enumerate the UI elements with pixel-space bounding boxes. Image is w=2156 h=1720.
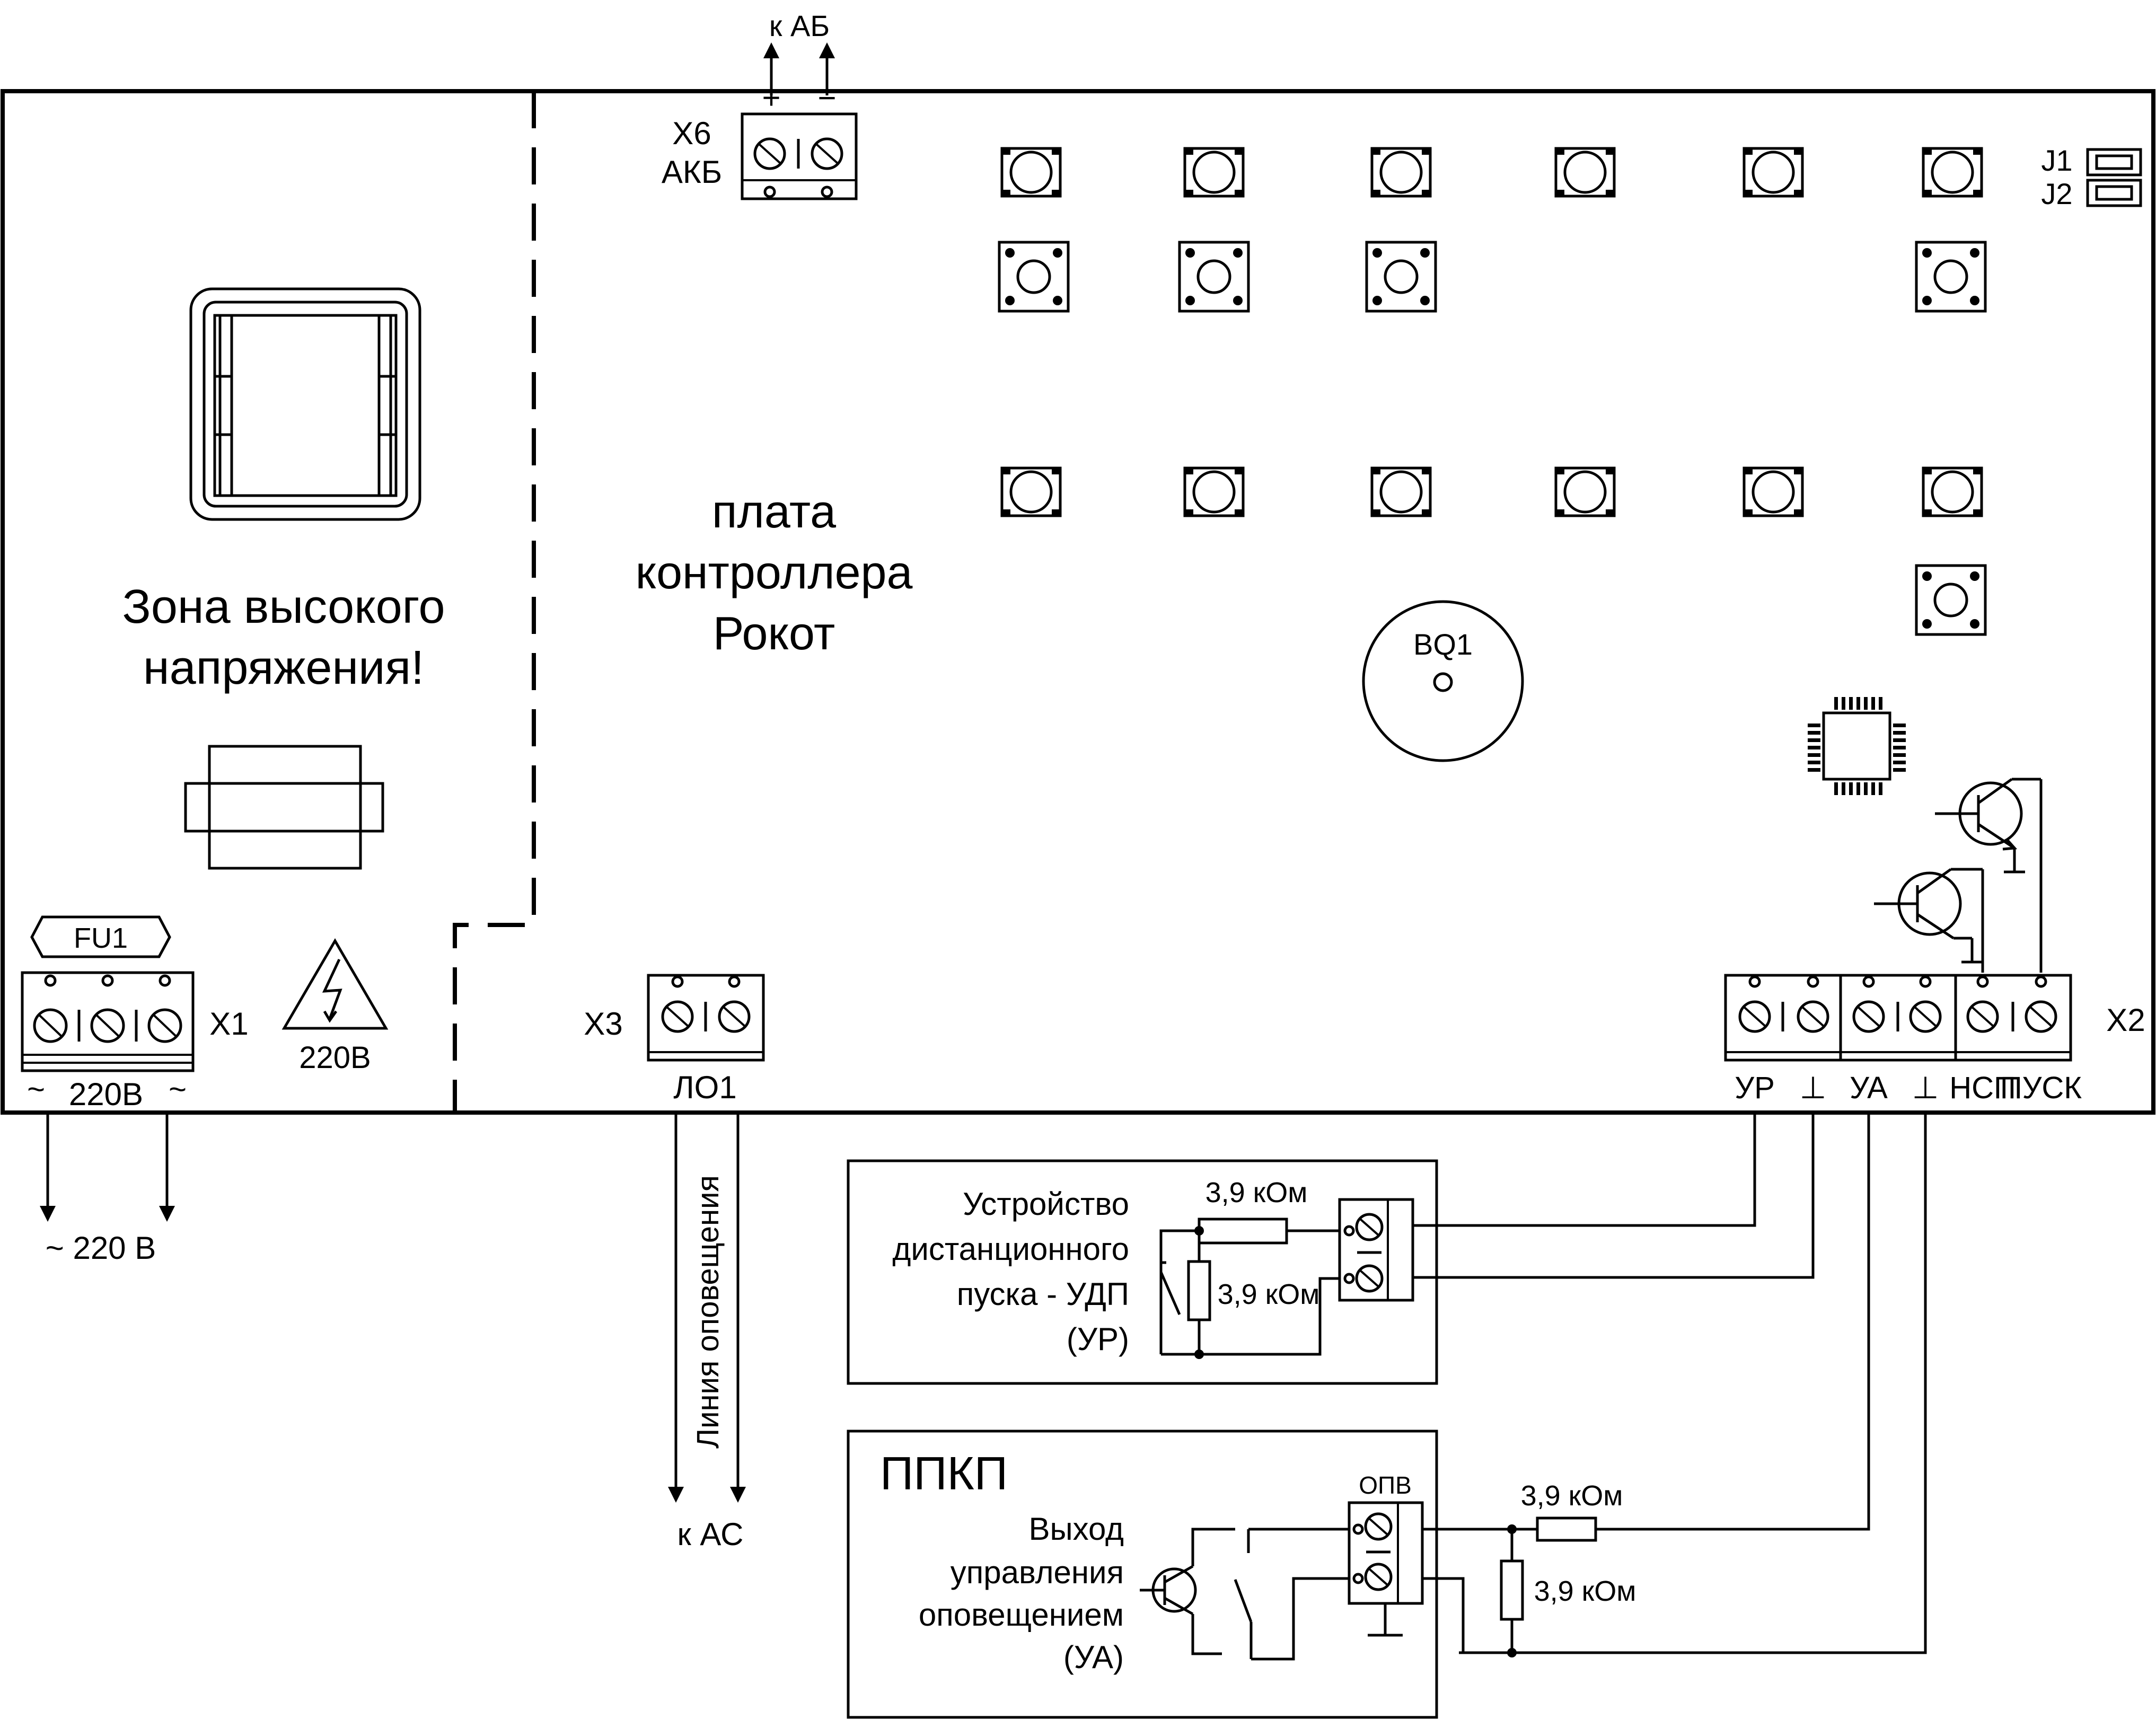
fuse-holder (184, 745, 384, 870)
led (1743, 147, 1804, 198)
warning-line-label: Линия оповещения (691, 1175, 725, 1449)
udp-line2: дистанционного (892, 1231, 1129, 1267)
led (1000, 147, 1062, 198)
x2-pin-label: ⊥ (1800, 1071, 1827, 1105)
terminal-x1: X1 ~ 220В ~ (21, 971, 249, 1112)
udp-line1: Устройство (963, 1186, 1129, 1222)
x2-pin: УР (1735, 975, 1775, 1105)
ppkp-device: ППКП Выход управления оповещением (УА) О… (847, 1430, 1636, 1719)
x1-label: X1 (209, 1006, 248, 1042)
to-battery-label: к АБ (769, 9, 830, 42)
lo1-label: ЛО1 (673, 1070, 736, 1105)
tact-button (998, 241, 1070, 313)
led (1743, 466, 1804, 517)
jumpers-j1-j2: J1 J2 (2041, 144, 2142, 210)
transistor-lower (1874, 868, 1984, 973)
board-title-line2: контроллера (636, 546, 913, 598)
plus-label: + (762, 80, 780, 116)
board-title-line1: плата (712, 485, 836, 537)
hazard-sign: 220В (281, 938, 389, 1075)
high-voltage-zone-border (453, 91, 536, 1113)
x2-pin: ⊥ (1909, 975, 1942, 1105)
ppkp-line2: управления (951, 1555, 1124, 1590)
ppkp-line3: оповещением (919, 1597, 1124, 1633)
microcontroller-chip (1808, 697, 1906, 795)
udp-device: Устройство дистанционного пуска - УДП (У… (847, 1159, 1438, 1385)
akb-label: АКБ (662, 154, 722, 190)
hazard-voltage-label: 220В (299, 1040, 371, 1075)
x2-wires (1431, 1113, 1927, 1654)
x2-pin: УА (1850, 975, 1888, 1105)
led-row-2 (1000, 466, 1983, 517)
udp-line3: пуска - УДП (957, 1276, 1129, 1312)
board-title-line3: Рокот (713, 607, 835, 659)
x2-pin-label: ПУСК (2000, 1071, 2082, 1105)
bq1-label: BQ1 (1413, 628, 1473, 661)
x2-pin: ⊥ (1797, 975, 1829, 1105)
opv-label: ОПВ (1359, 1471, 1412, 1499)
led (1922, 466, 1983, 517)
tact-button (1365, 241, 1437, 313)
transistor-upper (1935, 778, 2043, 973)
fu1-label: FU1 (74, 922, 128, 954)
udp-resistor-2-label: 3,9 кОм (1218, 1278, 1320, 1310)
buzzer-bq1: BQ1 (1362, 600, 1524, 762)
x2-pin-label: ⊥ (1912, 1071, 1939, 1105)
x6-label: X6 (672, 116, 711, 151)
tact-button (1178, 241, 1250, 313)
fuse-fu1: FU1 (30, 915, 171, 958)
ppkp-title: ППКП (880, 1447, 1008, 1500)
minus-label: − (817, 80, 836, 116)
x3-label: X3 (584, 1006, 622, 1042)
button-row-1 (998, 241, 1987, 313)
x2-pin-label: НСП (1949, 1071, 2016, 1105)
udp-line4: (УР) (1067, 1321, 1129, 1357)
led (1183, 147, 1245, 198)
x1-voltage-label: 220В (69, 1077, 143, 1112)
ppkp-line1: Выход (1028, 1511, 1124, 1547)
x2-label: X2 (2106, 1002, 2145, 1038)
led (1554, 466, 1616, 517)
controller-enclosure (1, 89, 2155, 1115)
led-row-1 (1000, 147, 1983, 198)
terminal-x3: X3 ЛО1 (584, 974, 765, 1105)
tact-button (1915, 241, 1987, 313)
x1-tilde-right: ~ (169, 1072, 187, 1107)
x2-pin-label: УА (1850, 1071, 1888, 1105)
ppkp-resistor-2-label: 3,9 кОм (1534, 1575, 1636, 1607)
ppkp-line4: (УА) (1063, 1639, 1124, 1675)
terminal-x6: к АБ + − X6 АКБ (662, 9, 858, 200)
mains-wires: ~ 220 В (40, 1113, 175, 1266)
led (1000, 466, 1062, 517)
x1-tilde-left: ~ (27, 1072, 45, 1107)
x2-pin: НСП (1949, 975, 2016, 1105)
tact-button (1915, 564, 1987, 636)
ppkp-resistor-1-label: 3,9 кОм (1521, 1480, 1623, 1512)
led (1370, 147, 1432, 198)
x2-pin: ПУСК (2000, 975, 2082, 1105)
to-as-label: к АС (677, 1516, 744, 1552)
led (1370, 466, 1432, 517)
j2-label: J2 (2041, 177, 2072, 210)
j1-label: J1 (2041, 144, 2072, 177)
led (1183, 466, 1245, 517)
warning-line-wires: Линия оповещения к АС (668, 1113, 746, 1552)
led (1922, 147, 1983, 198)
udp-resistor-1-label: 3,9 кОм (1205, 1177, 1308, 1209)
mains-label: ~ 220 В (46, 1230, 156, 1266)
high-voltage-warning-line1: Зона высокого (122, 580, 445, 633)
transformer (189, 287, 421, 521)
high-voltage-warning-line2: напряжения! (143, 641, 424, 694)
led (1554, 147, 1616, 198)
x2-pin-label: УР (1735, 1071, 1775, 1105)
button-row-2 (1915, 564, 1987, 636)
